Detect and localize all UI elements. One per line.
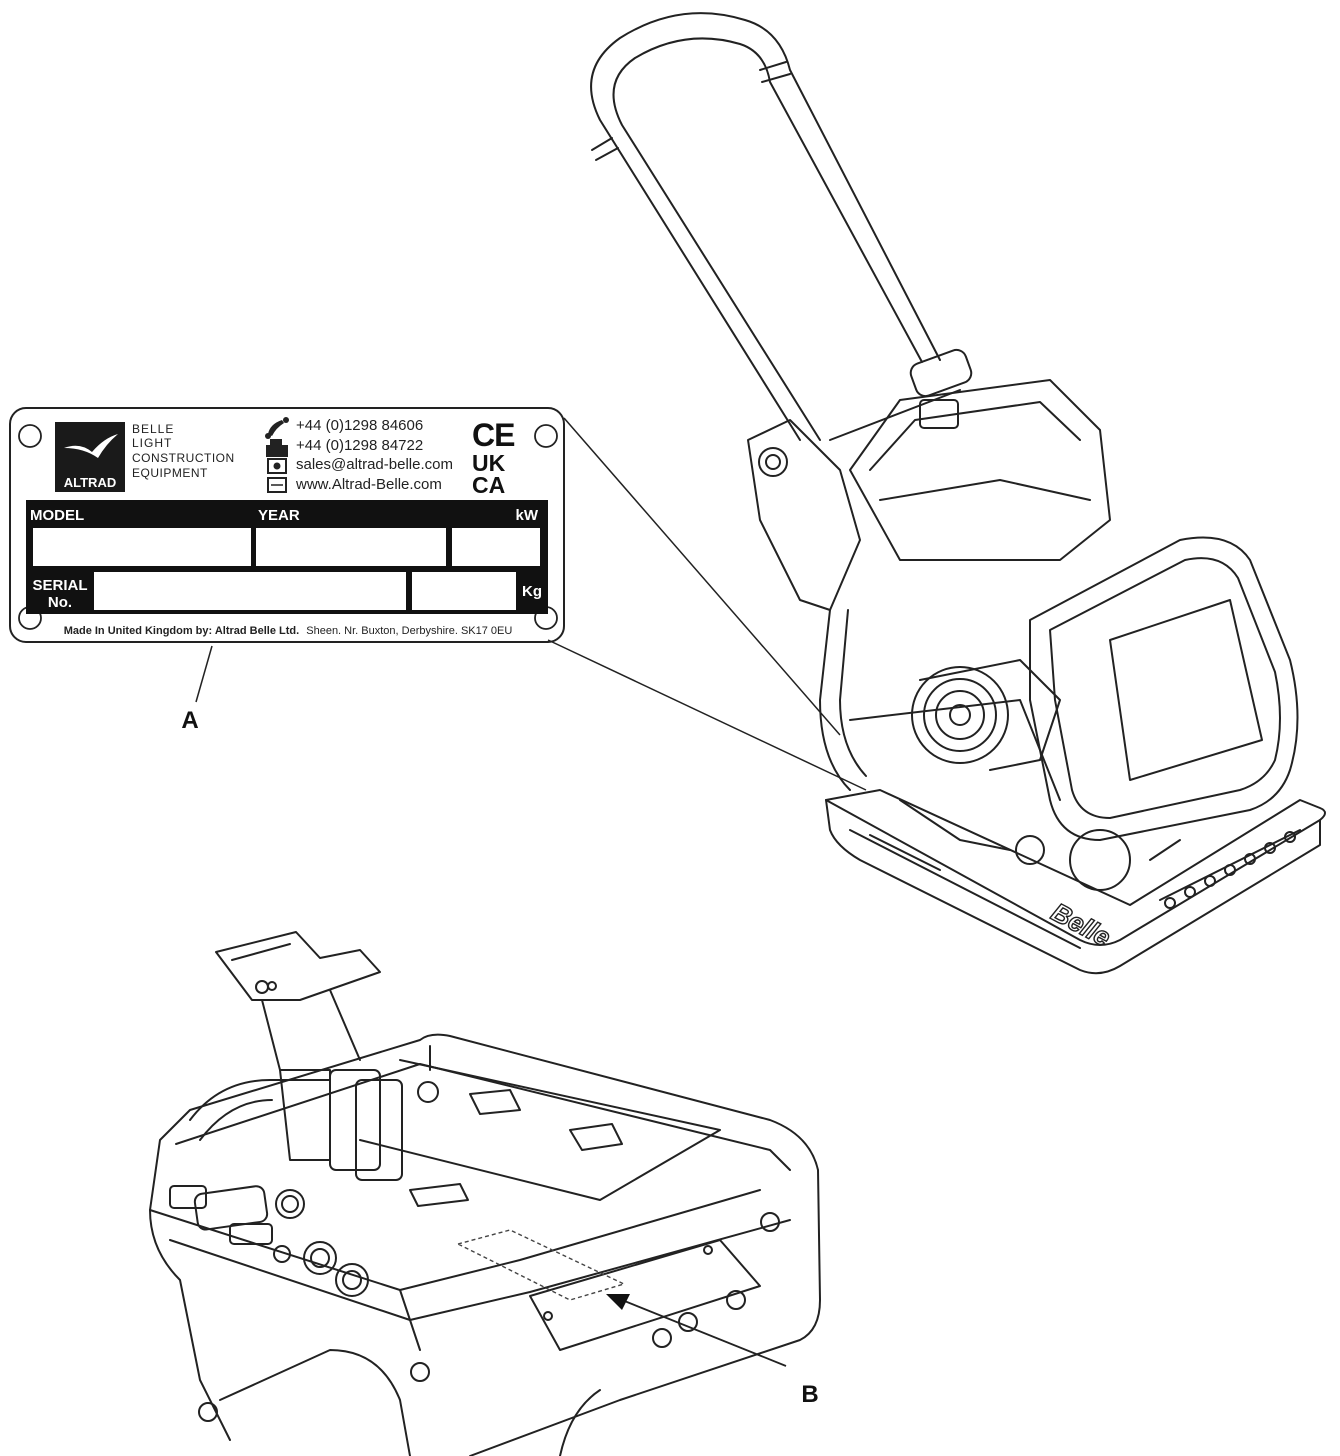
compactor-shroud (1029, 536, 1299, 841)
web-icon (267, 477, 287, 493)
header-model: MODEL (30, 507, 84, 524)
brand-line-3: CONSTRUCTION (132, 451, 235, 465)
callout-b-arrow (606, 1294, 787, 1367)
detail-view-illustration (149, 931, 821, 1456)
label-location-dashed (456, 1229, 626, 1301)
ukca-mark-top: UK (472, 450, 506, 476)
compactor-handle (590, 12, 941, 441)
serial-label-line1: SERIAL (32, 577, 87, 594)
brand-line-2: LIGHT (132, 436, 172, 450)
brand-line-1: BELLE (132, 422, 174, 436)
ukca-mark-bottom: CA (472, 472, 505, 498)
web-address: www.Altrad-Belle.com (295, 476, 442, 493)
ce-mark: CE (472, 417, 515, 453)
manufacturer-line: Made In United Kingdom by: Altrad Belle … (64, 625, 513, 637)
year-field (256, 528, 446, 566)
altrad-logo-text: ALTRAD (64, 475, 116, 490)
base-plate-brand: Belle (1047, 897, 1116, 953)
header-kw: kW (516, 507, 539, 524)
fax-number: +44 (0)1298 84722 (296, 437, 423, 454)
rating-plate: ALTRAD BELLE LIGHT CONSTRUCTION EQUIPMEN… (9, 407, 565, 643)
plate-compactor-illustration (590, 12, 1326, 975)
weight-field (412, 572, 516, 610)
model-field (33, 528, 251, 566)
callout-a-leader (195, 645, 213, 703)
altrad-bird-logo: ALTRAD (55, 422, 125, 492)
brand-line-4: EQUIPMENT (132, 466, 208, 480)
callout-b-label: B (801, 1381, 818, 1408)
plate-leader-lines (547, 417, 867, 791)
plate-hole-top-right (534, 424, 558, 448)
email-icon (267, 458, 287, 474)
phone-icon (265, 417, 289, 439)
kw-field (452, 528, 540, 566)
plate-hole-top-left (18, 424, 42, 448)
fax-icon (266, 439, 288, 457)
header-year: YEAR (258, 507, 300, 524)
kg-label: Kg (522, 583, 542, 600)
email-address: sales@altrad-belle.com (296, 456, 453, 473)
serial-label-line2: No. (48, 594, 72, 611)
phone-number: +44 (0)1298 84606 (296, 417, 423, 434)
engine-fan (911, 666, 1009, 764)
base-bolts (1164, 831, 1296, 909)
serial-field (94, 572, 406, 610)
detail-housing (149, 1033, 821, 1456)
callout-a-label: A (181, 707, 198, 734)
